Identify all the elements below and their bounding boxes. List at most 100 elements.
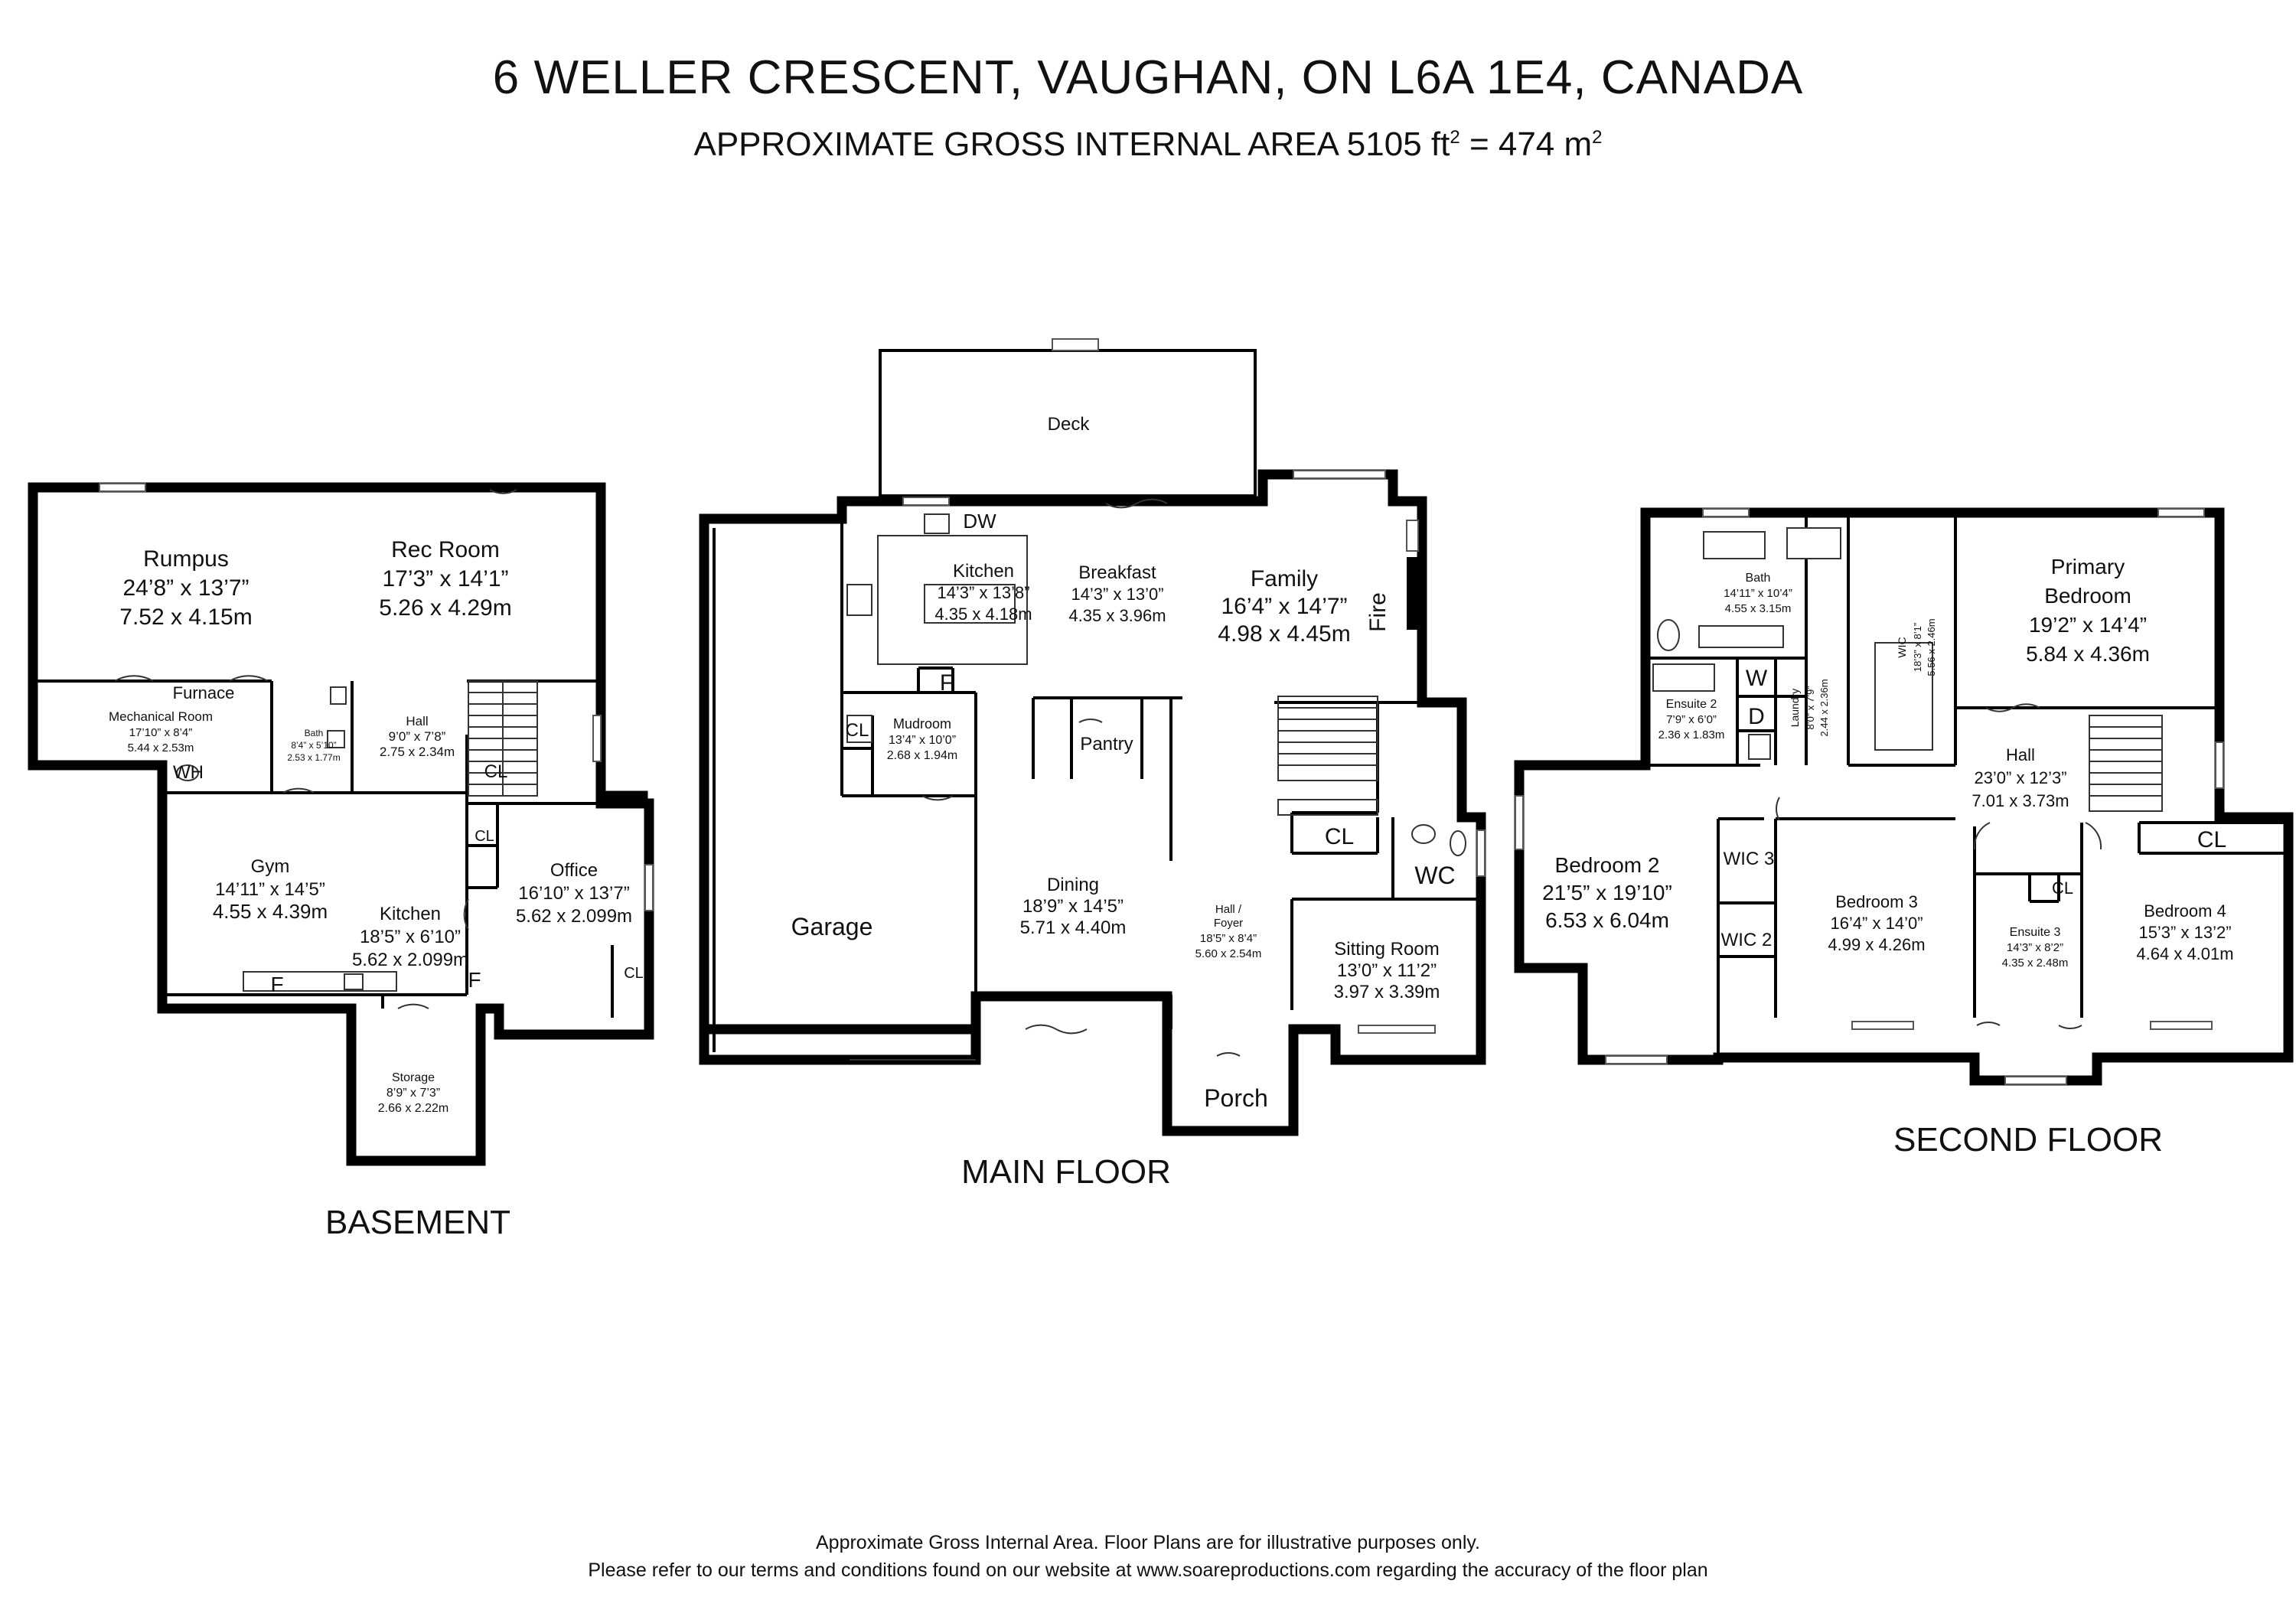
disclaimer-line-1: Approximate Gross Internal Area. Floor P… bbox=[816, 1532, 1480, 1553]
breakfast-imperial: 14’3” x 13’0” bbox=[1071, 585, 1163, 604]
rec-room-metric: 5.26 x 4.29m bbox=[379, 595, 511, 621]
bedroom-4-metric: 4.64 x 4.01m bbox=[2136, 944, 2233, 963]
basement-hall-name: Hall bbox=[406, 714, 428, 728]
ensuite-3-metric: 4.35 x 2.48m bbox=[2002, 957, 2069, 970]
rumpus-name: Rumpus bbox=[143, 546, 229, 572]
upper-hall-name: Hall bbox=[2006, 745, 2035, 764]
dining-metric: 5.71 x 4.40m bbox=[1020, 917, 1127, 938]
dining-imperial: 18’9” x 14’5” bbox=[1022, 896, 1124, 917]
garage-wall bbox=[699, 513, 981, 1065]
ensuite-2-imperial: 7’9” x 6’0” bbox=[1666, 713, 1717, 726]
ensuite-3-imperial: 14’3” x 8’2” bbox=[2007, 941, 2063, 954]
bedroom-4-closet: CL bbox=[2197, 827, 2226, 852]
gym-metric: 4.55 x 4.39m bbox=[213, 900, 328, 923]
basement-bath-imperial: 8’4” x 5’10” bbox=[291, 740, 336, 751]
rumpus-metric: 7.52 x 4.15m bbox=[119, 605, 252, 630]
main-floor-plan bbox=[699, 338, 1486, 1136]
disclaimer-line-2: Please refer to our terms and conditions… bbox=[588, 1559, 1708, 1581]
rec-room-name: Rec Room bbox=[391, 537, 500, 562]
disclaimer: Approximate Gross Internal Area. Floor P… bbox=[0, 1529, 2296, 1584]
water-heater-label: WH bbox=[173, 762, 204, 783]
basement-bath-name: Bath bbox=[305, 728, 324, 738]
office-metric: 5.62 x 2.099m bbox=[516, 906, 632, 927]
furnace-label: Furnace bbox=[173, 683, 235, 702]
area-prefix: APPROXIMATE GROSS INTERNAL AREA 5105 ft bbox=[693, 125, 1450, 163]
second-floor-plan bbox=[1514, 507, 2294, 1086]
storage-metric: 2.66 x 2.22m bbox=[378, 1102, 449, 1115]
bedroom-3-imperial: 16’4” x 14’0” bbox=[1830, 914, 1923, 933]
sitting-room-name: Sitting Room bbox=[1334, 939, 1439, 960]
family-imperial: 16’4” x 14’7” bbox=[1221, 594, 1347, 619]
family-name: Family bbox=[1251, 566, 1318, 592]
gym-name: Gym bbox=[251, 856, 290, 877]
mudroom-imperial: 13’4” x 10’0” bbox=[889, 734, 956, 747]
kitchen-metric: 4.35 x 4.18m bbox=[934, 605, 1032, 624]
gross-area-line: APPROXIMATE GROSS INTERNAL AREA 5105 ft 2… bbox=[0, 125, 2296, 164]
basement-kitchen-metric: 5.62 x 2.099m bbox=[352, 950, 468, 970]
office-name: Office bbox=[550, 860, 598, 881]
basement-kitchen-imperial: 18’5” x 6’10” bbox=[360, 927, 461, 947]
sitting-room-metric: 3.97 x 3.39m bbox=[1334, 982, 1440, 1002]
storage-imperial: 8’9” x 7’3” bbox=[386, 1087, 440, 1100]
primary-bedroom-name-1: Primary bbox=[2051, 555, 2125, 578]
storage-name: Storage bbox=[392, 1071, 435, 1084]
laundry-metric: 2.44 x 2.36m bbox=[1818, 679, 1830, 736]
basement-hall-imperial: 9’0” x 7’8” bbox=[389, 729, 446, 744]
property-address: 6 WELLER CRESCENT, VAUGHAN, ON L6A 1E4, … bbox=[492, 51, 1804, 104]
bedroom-3-metric: 4.99 x 4.26m bbox=[1828, 935, 1925, 954]
ensuite-3-name: Ensuite 3 bbox=[2010, 926, 2061, 939]
bedroom-4-name: Bedroom 4 bbox=[2144, 901, 2226, 921]
bedroom-2-imperial: 21’5” x 19’10” bbox=[1542, 881, 1672, 904]
ensuite-3-closet: CL bbox=[2052, 878, 2073, 898]
ensuite-2-metric: 2.36 x 1.83m bbox=[1658, 728, 1725, 741]
powder-room-label: WC bbox=[1414, 862, 1455, 889]
breakfast-metric: 4.35 x 3.96m bbox=[1068, 606, 1166, 625]
area-mid: = 474 m bbox=[1459, 125, 1593, 163]
family-metric: 4.98 x 4.45m bbox=[1218, 621, 1350, 647]
garage-label: Garage bbox=[791, 913, 873, 940]
main-floor-label: MAIN FLOOR bbox=[961, 1153, 1171, 1191]
upper-hall-metric: 7.01 x 3.73m bbox=[1971, 791, 2069, 810]
basement-fridge-right: F bbox=[468, 968, 481, 992]
second-floor-exterior-wall bbox=[1514, 507, 2294, 1086]
basement-kitchen-name: Kitchen bbox=[380, 904, 441, 924]
basement-hall-closet: CL bbox=[484, 761, 508, 782]
pantry-label: Pantry bbox=[1080, 734, 1133, 754]
laundry-name: Laundry bbox=[1789, 689, 1801, 728]
dining-name: Dining bbox=[1047, 875, 1099, 895]
rumpus-imperial: 24’8” x 13’7” bbox=[122, 575, 249, 601]
foyer-metric: 5.60 x 2.54m bbox=[1195, 947, 1262, 960]
wic-imperial: 18’3” x 8’1” bbox=[1912, 623, 1923, 672]
dryer-label: D bbox=[1748, 704, 1765, 729]
second-floor-label: SECOND FLOOR bbox=[1893, 1121, 2163, 1159]
mechanical-room-imperial: 17’10” x 8’4” bbox=[129, 726, 193, 739]
ensuite-2-name: Ensuite 2 bbox=[1666, 698, 1717, 711]
basement-fridge-left: F bbox=[270, 973, 283, 996]
foyer-name-1: Hall / bbox=[1215, 903, 1242, 916]
kitchen-name: Kitchen bbox=[953, 561, 1014, 582]
porch-label: Porch bbox=[1204, 1084, 1268, 1112]
basement-hall-metric: 2.75 x 2.34m bbox=[380, 745, 455, 759]
kitchen-closet-label: CL bbox=[475, 828, 494, 845]
wic-name: WIC bbox=[1896, 637, 1908, 657]
main-bath-imperial: 14’11” x 10’4” bbox=[1724, 587, 1792, 600]
foyer-name-2: Foyer bbox=[1214, 917, 1243, 930]
rec-room-imperial: 17’3” x 14’1” bbox=[382, 566, 508, 592]
mechanical-room-name: Mechanical Room bbox=[109, 709, 213, 724]
foyer-imperial: 18’5” x 8’4” bbox=[1200, 932, 1257, 945]
foyer-closet: CL bbox=[1325, 824, 1354, 849]
main-bath-metric: 4.55 x 3.15m bbox=[1725, 602, 1792, 615]
basement-plan bbox=[28, 0, 771, 1166]
mudroom-closet: CL bbox=[846, 720, 869, 741]
kitchen-imperial: 14’3” x 13’8” bbox=[937, 583, 1029, 602]
wic-3-label: WIC 3 bbox=[1724, 849, 1775, 869]
porch-outline bbox=[1168, 1075, 1295, 1133]
gym-imperial: 14’11” x 14’5” bbox=[215, 879, 325, 900]
laundry-imperial: 8’0” x 7’9” bbox=[1805, 686, 1816, 729]
area-m-superscript: 2 bbox=[1592, 127, 1603, 148]
primary-bedroom-metric: 5.84 x 4.36m bbox=[2026, 642, 2150, 666]
wic-2-label: WIC 2 bbox=[1721, 930, 1773, 950]
dishwasher-label: DW bbox=[963, 510, 996, 533]
upper-hall-imperial: 23’0” x 12’3” bbox=[1974, 768, 2066, 787]
